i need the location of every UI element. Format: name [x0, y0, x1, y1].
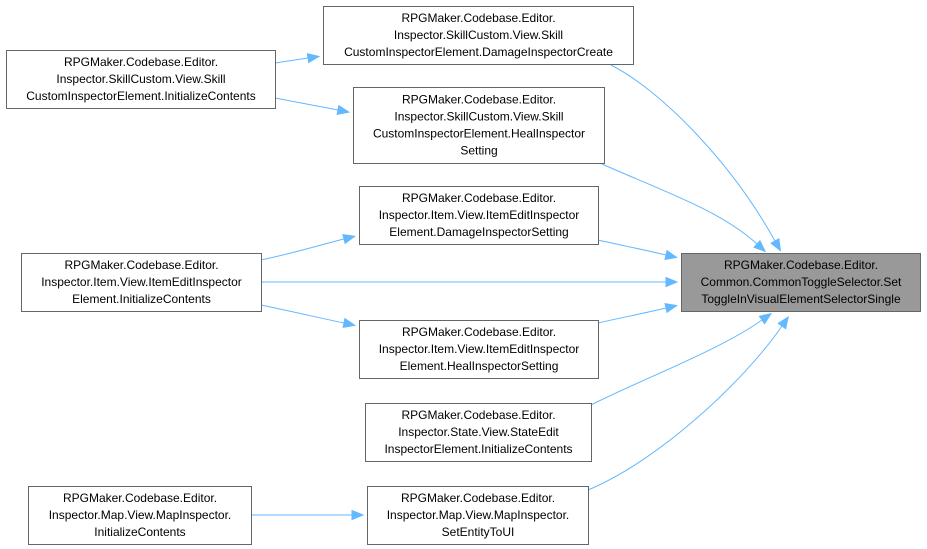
- node-box: [21, 253, 262, 312]
- node-label-line: Element.DamageInspectorSetting: [389, 225, 568, 239]
- node-label-line: SetEntityToUI: [442, 525, 515, 539]
- arrowhead-icon: [336, 104, 351, 116]
- node-label-line: InitializeContents: [94, 525, 185, 539]
- edge-item-init-to-target: [261, 276, 679, 288]
- node-label-line: Inspector.Item.View.ItemEditInspector: [379, 208, 580, 222]
- arrowhead-icon: [351, 509, 365, 521]
- edge-line: [601, 163, 758, 245]
- edge-skill-init-to-skill-heal: [274, 97, 351, 116]
- node-box: [681, 253, 921, 312]
- caller-node-item-damage[interactable]: RPGMaker.Codebase.Editor. Inspector.Item.…: [359, 186, 599, 245]
- caller-node-state-init[interactable]: RPGMaker.Codebase.Editor. Inspector.State…: [365, 403, 592, 462]
- edge-skill-init-to-skill-damage: [274, 52, 321, 64]
- node-box: [359, 320, 599, 379]
- node-box: [367, 486, 589, 545]
- node-label-line: RPGMaker.Codebase.Editor.: [401, 491, 555, 505]
- node-label-line: Element.HealInspectorSetting: [400, 359, 559, 373]
- caller-node-skill-init[interactable]: RPGMaker.Codebase.Editor. Inspector.Skill…: [6, 50, 276, 109]
- arrowhead-icon: [753, 239, 767, 253]
- arrowhead-icon: [770, 237, 782, 252]
- node-label-line: InspectorElement.InitializeContents: [384, 442, 572, 456]
- node-label-line: Inspector.Item.View.ItemEditInspector: [379, 342, 580, 356]
- nodes-layer: RPGMaker.Codebase.Editor. Common.CommonTo…: [6, 6, 921, 545]
- node-label-line: CustomInspectorElement.DamageInspectorCr…: [344, 45, 613, 59]
- node-label-line: Common.CommonToggleSelector.Set: [701, 275, 902, 289]
- caller-node-map-init[interactable]: RPGMaker.Codebase.Editor. Inspector.Map.V…: [28, 486, 252, 545]
- node-label-line: Inspector.Item.View.ItemEditInspector: [41, 275, 242, 289]
- arrowhead-icon: [777, 315, 789, 330]
- edge-line: [590, 319, 763, 406]
- node-label-line: CustomInspectorElement.InitializeContent…: [26, 89, 255, 103]
- node-label-line: Inspector.Map.View.MapInspector.: [49, 508, 232, 522]
- edge-line: [274, 57, 309, 64]
- edge-line: [260, 304, 345, 324]
- arrowhead-icon: [306, 52, 321, 64]
- caller-node-skill-heal[interactable]: RPGMaker.Codebase.Editor. Inspector.Skill…: [353, 87, 605, 164]
- arrowhead-icon: [758, 312, 773, 325]
- node-label-line: RPGMaker.Codebase.Editor.: [64, 55, 218, 69]
- edge-line: [597, 307, 667, 324]
- edge-item-init-to-item-heal: [260, 304, 357, 329]
- node-label-line: Inspector.SkillCustom.View.Skill: [394, 110, 563, 124]
- node-label-line: RPGMaker.Codebase.Editor.: [402, 191, 556, 205]
- node-label-line: ToggleInVisualElementSelectorSingle: [701, 292, 901, 306]
- edge-item-init-to-item-damage: [260, 233, 356, 261]
- caller-node-map-setentity[interactable]: RPGMaker.Codebase.Editor. Inspector.Map.V…: [367, 486, 589, 545]
- edges-layer: [251, 52, 789, 521]
- node-box: [28, 486, 252, 545]
- node-box: [353, 87, 605, 164]
- edge-skill-damage-to-target: [610, 64, 782, 252]
- node-box: [323, 6, 634, 65]
- edge-line: [597, 239, 667, 256]
- node-label-line: RPGMaker.Codebase.Editor.: [401, 11, 555, 25]
- node-label-line: RPGMaker.Codebase.Editor.: [63, 491, 217, 505]
- arrowhead-icon: [342, 317, 357, 329]
- node-box: [365, 403, 592, 462]
- edge-item-heal-to-target: [597, 302, 678, 324]
- edge-map-setentity-to-target: [587, 315, 789, 491]
- edge-state-init-to-target: [590, 312, 773, 406]
- node-label-line: RPGMaker.Codebase.Editor.: [64, 258, 218, 272]
- node-box: [359, 186, 599, 245]
- node-label-line: Inspector.SkillCustom.View.Skill: [394, 28, 563, 42]
- edge-map-init-to-map-setentity: [251, 509, 365, 521]
- arrowhead-icon: [664, 249, 678, 261]
- node-label-line: CustomInspectorElement.HealInspector: [373, 127, 585, 141]
- node-label-line: Inspector.State.View.StateEdit: [398, 425, 559, 439]
- arrowhead-icon: [664, 302, 678, 314]
- node-label-line: RPGMaker.Codebase.Editor.: [402, 325, 556, 339]
- edge-skill-heal-to-target: [601, 163, 767, 253]
- node-label-line: RPGMaker.Codebase.Editor.: [724, 258, 878, 272]
- target-node[interactable]: RPGMaker.Codebase.Editor. Common.CommonTo…: [681, 253, 921, 312]
- edge-item-damage-to-target: [597, 239, 678, 261]
- node-box: [6, 50, 276, 109]
- node-label-line: Element.InitializeContents: [72, 292, 211, 306]
- edge-line: [260, 238, 345, 261]
- edge-line: [587, 325, 783, 491]
- caller-node-skill-damage[interactable]: RPGMaker.Codebase.Editor. Inspector.Skill…: [323, 6, 634, 65]
- node-label-line: RPGMaker.Codebase.Editor.: [402, 93, 556, 107]
- edge-line: [610, 64, 776, 242]
- node-label-line: RPGMaker.Codebase.Editor.: [401, 408, 555, 422]
- caller-node-item-init[interactable]: RPGMaker.Codebase.Editor. Inspector.Item.…: [21, 253, 262, 312]
- edge-line: [274, 97, 339, 111]
- arrowhead-icon: [342, 233, 356, 245]
- caller-node-item-heal[interactable]: RPGMaker.Codebase.Editor. Inspector.Item.…: [359, 320, 599, 379]
- node-label-line: Inspector.SkillCustom.View.Skill: [56, 72, 225, 86]
- node-label-line: Setting: [460, 144, 497, 158]
- node-label-line: Inspector.Map.View.MapInspector.: [387, 508, 570, 522]
- arrowhead-icon: [665, 276, 679, 288]
